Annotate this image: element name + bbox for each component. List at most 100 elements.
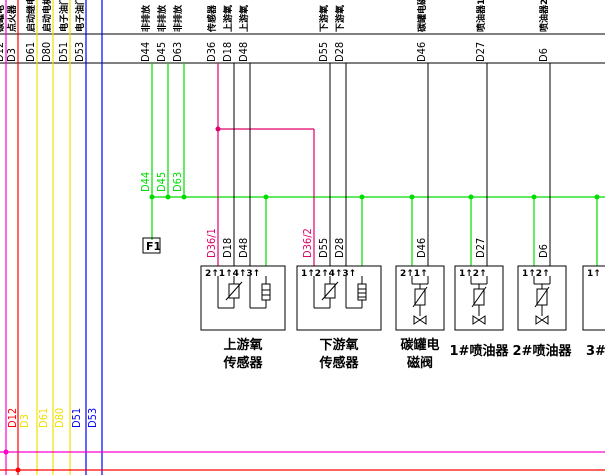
junction-dot — [3, 449, 9, 455]
pin-labels: 1↑2↑ — [522, 269, 550, 279]
bottom-wire-id-d3: D3 — [18, 414, 31, 428]
coil-icon — [471, 286, 487, 308]
pin-labels: 1↑ — [587, 269, 601, 279]
bottom-wire-id-d61: D61 — [37, 408, 50, 428]
top-label-d28: 下游氧 — [334, 5, 346, 32]
junction-dot — [149, 194, 155, 200]
wire-id-d80: D80 — [40, 42, 53, 62]
component-label: 3#喷 — [586, 343, 605, 359]
heater-icon — [357, 283, 367, 301]
component-box — [517, 265, 567, 331]
wire-id-d63: D63 — [171, 42, 184, 62]
valve-icon — [413, 315, 427, 325]
component-box — [582, 265, 605, 331]
downstream-o2-sensor: 1↑2↑4↑3↑ — [296, 265, 382, 331]
wire-id-d55: D55 — [317, 42, 330, 62]
bottom-wire-id-d53: D53 — [86, 408, 99, 428]
wire-id-d6: D6 — [537, 48, 550, 62]
top-label-d18: 上游氧 — [222, 5, 234, 32]
signal-wires — [233, 63, 551, 266]
bottom-wire-id-d12: D12 — [6, 408, 19, 428]
top-label-d55: 下游氧 — [318, 5, 330, 32]
top-label-d51: 电子油门1 — [58, 0, 70, 32]
pin-labels: 2↑1↑ — [400, 269, 428, 279]
bus-label-d63: D63 — [171, 172, 184, 192]
wire-id-d51: D51 — [57, 42, 70, 62]
component-box — [296, 265, 382, 331]
comp-wire-label: D27 — [474, 238, 487, 258]
component-label: 1#喷油器 — [450, 343, 510, 359]
canister-valve: 2↑1↑ — [395, 265, 445, 331]
component-label: 下游氧 — [319, 337, 358, 353]
comp-wire-label: D46 — [415, 238, 428, 258]
valve-icon — [472, 315, 486, 325]
component-box — [395, 265, 445, 331]
top-label-d45: 非排放 — [156, 4, 168, 32]
component-label: 上游氧 — [223, 337, 262, 353]
wire-id-d44: D44 — [139, 42, 152, 62]
wire-id-d3: D3 — [5, 48, 18, 62]
comp-wire-label: D55 — [317, 238, 330, 258]
comp-wire-label: D36/1 — [205, 228, 218, 258]
wire-id-d36: D36 — [205, 42, 218, 62]
comp-wire-label: D28 — [333, 238, 346, 258]
comp-wire-label: D6 — [537, 244, 550, 258]
top-label-d6: 喷油器2 — [538, 0, 550, 32]
sensor-element-icon — [321, 281, 339, 301]
wire-id-d53: D53 — [73, 42, 86, 62]
top-label-d44: 非排放 — [140, 4, 152, 32]
fuse-label: F1 — [146, 240, 161, 253]
junction-dot — [215, 126, 221, 132]
top-label-d3: 点火器 — [6, 4, 18, 32]
bus-label-d44: D44 — [139, 172, 152, 192]
coil-icon — [412, 286, 428, 308]
valve-icon — [535, 315, 549, 325]
injector-1: 1↑2↑ — [454, 265, 504, 331]
component-label: 传感器 — [222, 355, 263, 371]
component-label: 碳罐电 — [400, 337, 439, 353]
wire-id-d48: D48 — [237, 42, 250, 62]
fuse-box — [142, 237, 161, 254]
bus-label-d45: D45 — [155, 172, 168, 192]
component-label: 2#喷油器 — [513, 343, 573, 359]
wire-id-d45: D45 — [155, 42, 168, 62]
top-label-d53: 电子油门2 — [74, 0, 86, 32]
top-label-d80: 启动电机 — [41, 0, 53, 32]
wire-id-d28: D28 — [333, 42, 346, 62]
injector-2: 1↑2↑ — [517, 265, 567, 331]
sensor-element-icon — [225, 281, 243, 301]
component-label: 磁阀 — [407, 355, 433, 371]
top-label-d61: 启动继电 — [25, 0, 37, 32]
top-label-d46: 碳罐电磁 — [416, 0, 428, 32]
coil-icon — [534, 286, 550, 308]
bottom-wire-id-d51: D51 — [70, 408, 83, 428]
component-label: 传感器 — [318, 355, 359, 371]
component-box — [200, 265, 286, 331]
top-label-d36: 传感器 — [206, 4, 218, 33]
top-label-d63: 非排放 — [172, 4, 184, 32]
junction-dot — [15, 467, 21, 473]
bottom-wire-id-d80: D80 — [53, 408, 66, 428]
upstream-o2-sensor: 2↑1↑4↑3↑ — [200, 265, 286, 331]
wire-id-d12: D12 — [0, 42, 6, 62]
junction-dot — [181, 194, 187, 200]
pin-labels: 2↑1↑4↑3↑ — [205, 269, 260, 279]
component-box — [454, 265, 504, 331]
pin-labels: 1↑2↑4↑3↑ — [301, 269, 356, 279]
wire-id-d46: D46 — [415, 42, 428, 62]
top-label-d48: 上游氧 — [238, 5, 250, 32]
top-label-d12: 碳罐电 — [0, 5, 6, 32]
green-bus-group — [149, 63, 605, 266]
d36-loop — [215, 63, 315, 266]
left-wire-group — [5, 0, 103, 475]
wire-id-d27: D27 — [474, 42, 487, 62]
comp-wire-label: D18 — [221, 238, 234, 258]
comp-wire-label: D36/2 — [301, 228, 314, 258]
injector-3: 1↑ — [582, 265, 605, 331]
junction-dot — [165, 194, 171, 200]
wire-id-d61: D61 — [24, 42, 37, 62]
